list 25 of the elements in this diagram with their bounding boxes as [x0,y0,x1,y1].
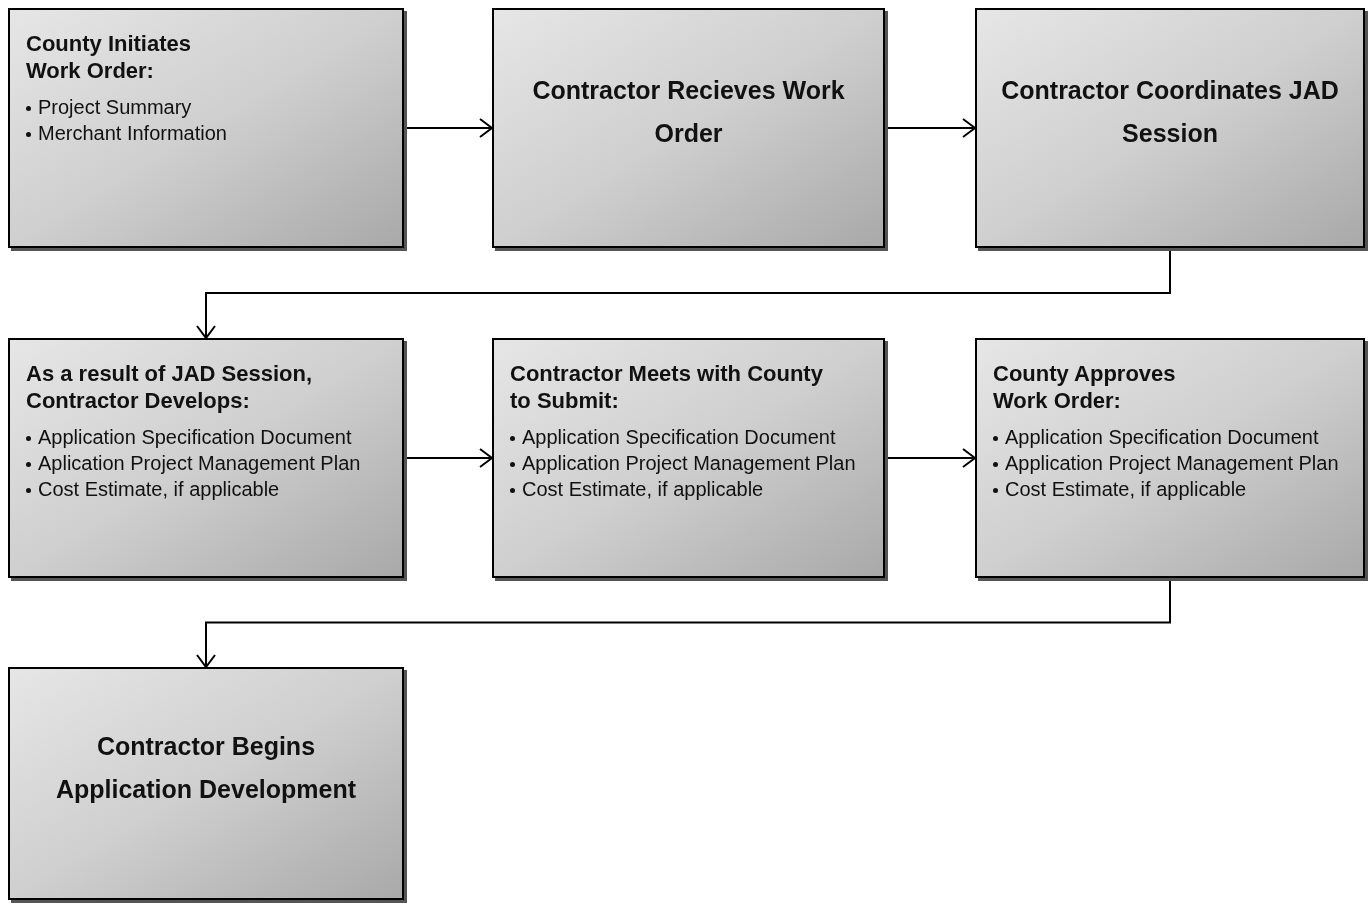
box-heading: County Initiates Work Order: [26,30,192,84]
process-box [975,8,1365,248]
process-box [975,338,1365,578]
process-box [8,338,404,578]
bullet-item: Application Specification Document [26,426,386,448]
box-heading: Contractor Coordinates JAD Session [1000,75,1340,149]
bullet-item: Cost Estimate, if applicable [993,478,1347,500]
box-heading: As a result of JAD Session, Contractor Develops: [26,360,314,414]
process-box [492,338,885,578]
bullet-item: Project Summary [26,96,386,118]
box-heading: Contractor Begins Application Development [54,730,357,805]
process-box [8,8,404,248]
bullet-item: Application Project Management Plan [510,452,867,474]
bullet-item: Application Specification Document [510,426,867,448]
bullet-item: Application Project Management Plan [993,452,1347,474]
process-box [8,667,404,900]
process-box [492,8,885,248]
bullet-item: Merchant Information [26,122,386,144]
box-heading: Contractor Meets with County to Submit: [510,360,824,414]
bullet-item: Cost Estimate, if applicable [26,478,386,500]
bullet-item: Aplication Project Management Plan [26,452,386,474]
box-heading: Contractor Recieves Work Order [531,75,846,149]
bullet-item: Application Specification Document [993,426,1347,448]
bullet-item: Cost Estimate, if applicable [510,478,867,500]
box-heading: County Approves Work Order: [993,360,1177,414]
